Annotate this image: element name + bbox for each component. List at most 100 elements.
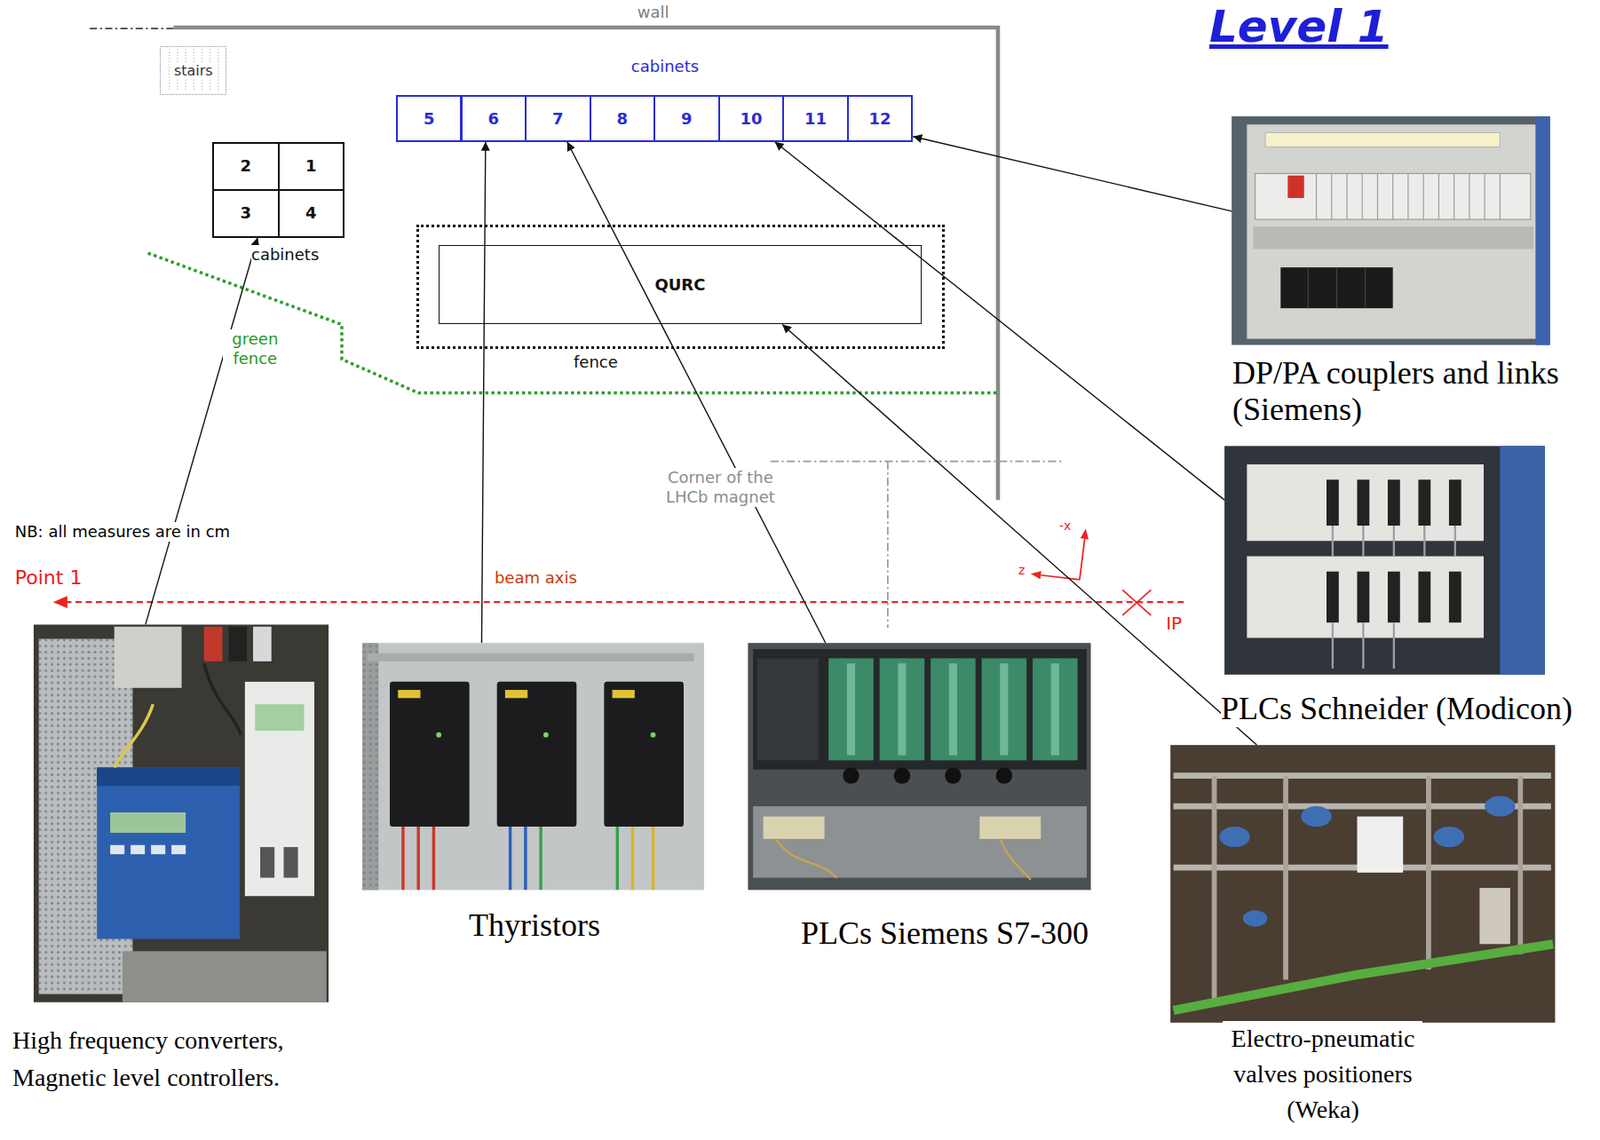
photo-frame: High frequency converters, Magnetic leve… [33,624,329,1002]
photo-thyristors [540,826,618,890]
photo-converters [254,704,304,731]
photo-valve-positioners [1479,887,1510,944]
photo-converters [114,626,183,689]
cabinet-number: 4 [303,203,319,223]
cabinet-row: cabinets56789101112 [396,95,914,143]
photo-valve-positioners [1243,910,1268,927]
photo-converters [96,767,240,786]
photo-dp-pa-couplers [1246,124,1536,339]
photo-schneider-plc [1224,445,1545,674]
wall-line [89,27,999,500]
caption-holder: fence [573,352,618,373]
photo-thyristors [435,732,442,738]
photo-siemens-plc [842,767,859,784]
photo-thyristors [543,732,549,738]
cabinet-number: 5 [421,109,437,129]
photo-valve-positioners [1433,826,1465,848]
beam-axis-line [65,601,1185,603]
photo-siemens-plc [847,663,856,755]
photo-dp-pa-couplers [1287,175,1304,199]
leader-arrow [481,142,485,643]
cabinet-cell: 2 [212,142,280,191]
photo-converters [204,626,223,662]
cabinet-cell: 1 [277,142,346,191]
photo-valve-positioners [1484,796,1515,817]
fence-enclosure: fenceQURC [416,224,945,349]
stairs-steps [217,48,219,92]
photo-schneider-plc [1326,479,1339,526]
photo-converters [204,663,241,735]
photo-schneider-plc [1449,571,1462,623]
photo-siemens-plc [763,816,825,840]
cabinet-number: 11 [802,109,829,129]
photo-schneider-plc [1499,445,1545,674]
box-label: QURC [652,275,707,295]
wall-line [89,27,174,30]
photo-thyristors [362,642,705,890]
photo-thyristors [510,826,526,890]
photo-converters [260,847,275,878]
photo-thyristors [397,689,420,698]
title-holder: Level 1 [1209,1,1389,54]
ip-cross [1122,589,1151,616]
cabinet-number: 3 [238,203,254,223]
photo-siemens-plc [752,649,1087,770]
cabinet-number: 8 [615,109,631,129]
leader-arrow [912,136,1232,212]
photo-frame: Electro-pneumatic valves positioners (We… [1170,744,1555,1023]
cabinet-cell: 6 [459,95,527,143]
cabinet-cell: 10 [718,95,785,143]
green-fence-line [148,253,999,393]
photo-thyristors [650,732,657,738]
leader-arrow [775,142,1225,500]
photo-siemens-plc [996,767,1013,784]
photo-thyristors [389,681,470,827]
photo-dp-pa-couplers [1252,226,1534,249]
photo-converters [33,624,329,1002]
cabinet-block: cabinets2134 [212,142,347,238]
axis-arrows [1030,528,1089,579]
caption-holder: High frequency converters, Magnetic leve… [12,1021,297,1097]
green-fence-line [148,253,999,393]
photo-valve-positioners [1173,943,1554,1011]
photo-siemens-plc [894,767,911,784]
photo-siemens-plc [949,663,958,755]
stairs-box: stairs [159,46,227,96]
photo-caption: PLCs Schneider (Modicon) [1220,690,1573,728]
group-label: fence [573,352,618,373]
photo-frame: PLCs Schneider (Modicon) [1224,445,1545,674]
caption-holder: Electro-pneumatic valves positioners (We… [1222,1021,1423,1128]
cabinet-number: 2 [238,156,254,176]
photo-siemens-plc [747,642,1091,890]
photo-siemens-plc [930,657,976,761]
cabinet-cell: 11 [782,95,849,143]
photo-dp-pa-couplers [1231,116,1551,345]
photo-valve-positioners [1170,744,1555,1023]
axis-name: -x [1059,518,1071,534]
photo-siemens-plc [747,642,1091,890]
point-label: Point 1 [12,566,86,590]
photo-converters [122,950,327,1002]
beam-axis-line [53,595,1184,609]
photo-siemens-plc [879,657,926,761]
photo-siemens-plc [1032,657,1078,761]
photo-dp-pa-couplers [1231,116,1551,345]
photo-converters [110,845,125,855]
box-label: stairs [172,62,215,80]
label-holder: beam axis [491,568,580,588]
page-title: Level 1 [1209,1,1389,54]
photo-thyristors [367,653,695,662]
photo-siemens-plc [897,663,906,755]
photo-siemens-plc [979,816,1041,840]
axis-arrows [1080,528,1089,539]
photo-siemens-plc [1051,663,1060,755]
wall-label: wall [634,2,673,23]
magnet-label: Corner of the LHCb magnet [653,467,787,507]
photo-caption: PLCs Siemens S7-300 [758,915,1132,952]
cabinet-number: 9 [679,109,695,129]
photo-valve-positioners [1170,744,1555,1023]
cabinet-cell: 8 [589,95,657,143]
photo-schneider-plc [1417,571,1431,623]
stairs-steps [168,48,170,92]
